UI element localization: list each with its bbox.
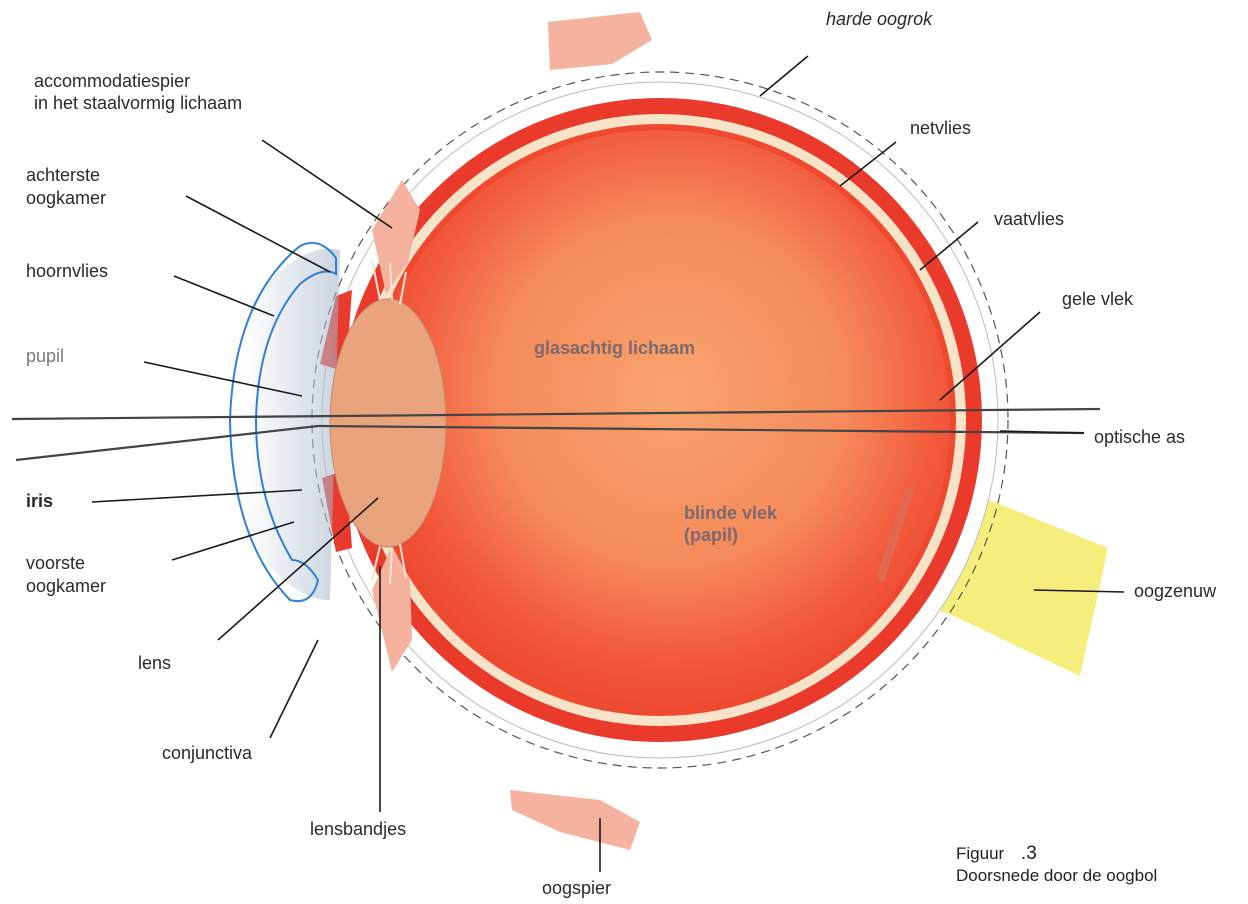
label-achterste: achterste xyxy=(26,164,100,186)
label-blinde-vlek: blinde vlek xyxy=(684,502,777,524)
label-achterste-oogkamer: oogkamer xyxy=(26,187,106,209)
figure-title: Doorsnede door de oogbol xyxy=(956,865,1157,887)
label-glasachtig-lichaam: glasachtig lichaam xyxy=(534,337,695,359)
leader-accommodatiespier xyxy=(262,140,392,228)
label-voorste-oogkamer: oogkamer xyxy=(26,575,106,597)
label-oogspier: oogspier xyxy=(542,877,611,899)
label-lensbandjes: lensbandjes xyxy=(310,818,406,840)
label-conjunctiva: conjunctiva xyxy=(162,742,252,764)
label-iris: iris xyxy=(26,490,53,512)
label-lens: lens xyxy=(138,652,171,674)
leader-harde-oogrok xyxy=(760,56,808,96)
label-blinde-vlek-papil: (papil) xyxy=(684,524,738,546)
figure-caption: Figuur .3 Doorsnede door de oogbol xyxy=(956,843,1157,887)
label-gele-vlek: gele vlek xyxy=(1062,288,1133,310)
label-vaatvlies: vaatvlies xyxy=(994,208,1064,230)
label-oogzenuw: oogzenuw xyxy=(1134,580,1216,602)
label-accommodatiespier: accommodatiespier xyxy=(34,70,190,92)
anterior-chamber xyxy=(243,249,340,600)
label-harde-oogrok: harde oogrok xyxy=(826,8,932,30)
label-pupil: pupil xyxy=(26,345,64,367)
label-accommodatiespier-line2: in het staalvormig lichaam xyxy=(34,92,242,114)
lens xyxy=(330,299,446,547)
label-netvlies: netvlies xyxy=(910,117,971,139)
lower-eye-muscle xyxy=(510,790,640,850)
upper-eye-muscle xyxy=(548,12,652,70)
label-voorste: voorste xyxy=(26,552,85,574)
leader-achterste-oogkamer xyxy=(186,196,330,272)
figure-number-line: Figuur .3 xyxy=(956,843,1157,865)
label-optische-as: optische as xyxy=(1094,426,1185,448)
figure-number: .3 xyxy=(1021,843,1037,864)
vitreous-body xyxy=(370,130,950,710)
leader-conjunctiva xyxy=(270,640,318,738)
label-hoornvlies: hoornvlies xyxy=(26,260,108,282)
figure-word: Figuur xyxy=(956,844,1004,863)
